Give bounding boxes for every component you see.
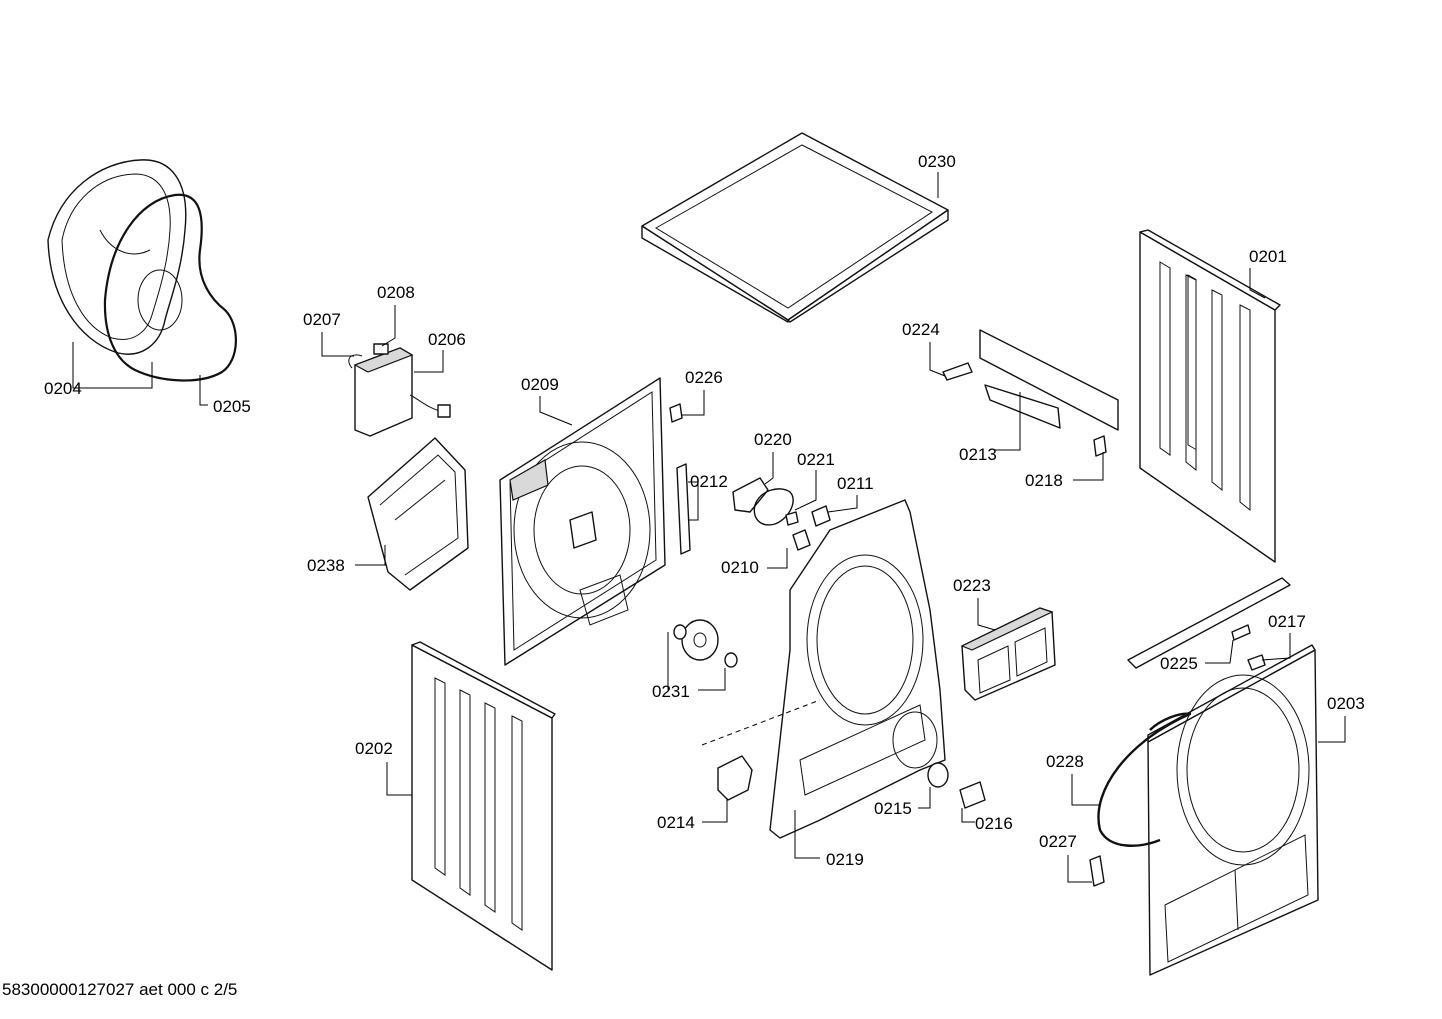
part-0213-control-bracket [979, 329, 1119, 431]
part-0205-door-seal [103, 193, 237, 382]
leader-lines [72, 172, 1346, 883]
label-0226: 0226 [685, 368, 723, 387]
label-0213: 0213 [959, 445, 997, 464]
label-0217: 0217 [1268, 612, 1306, 631]
part-0211-plug [811, 505, 831, 527]
part-0218-clip [1093, 435, 1107, 457]
label-0212: 0212 [690, 472, 728, 491]
label-0224: 0224 [902, 320, 940, 339]
part-0214-pump-cover [717, 755, 753, 801]
label-0210: 0210 [721, 558, 759, 577]
label-0216: 0216 [975, 814, 1013, 833]
part-0216-plug [959, 781, 986, 809]
label-0202: 0202 [355, 739, 393, 758]
label-0225: 0225 [1160, 654, 1198, 673]
part-0238-air-duct [367, 437, 469, 591]
part-0204-bearing-shield [47, 159, 187, 355]
part-0228-door-seal [1097, 712, 1192, 847]
part-0208-clip [373, 343, 389, 355]
part-0210-sensor [785, 511, 811, 551]
part-0201-side-panel [1139, 229, 1281, 563]
part-0219-base-frame [701, 499, 946, 839]
part-0209-rear-panel [499, 377, 666, 666]
label-0205: 0205 [213, 397, 251, 416]
part-0202-side-panel [411, 641, 556, 971]
part-0221-gasket [753, 488, 794, 526]
part-0212-bracket [676, 463, 691, 555]
label-0208: 0208 [377, 283, 415, 302]
label-0203: 0203 [1327, 694, 1365, 713]
part-0215-knob [927, 762, 949, 788]
label-0207: 0207 [303, 310, 341, 329]
label-0209: 0209 [521, 375, 559, 394]
label-0211: 0211 [837, 474, 874, 493]
part-0231-roller [673, 619, 738, 668]
label-0204: 0204 [44, 379, 82, 398]
label-0218: 0218 [1025, 471, 1063, 490]
part-0203-front-panel [1147, 644, 1319, 976]
label-0238: 0238 [307, 556, 345, 575]
label-0201: 0201 [1249, 247, 1287, 266]
part-0207-wire [348, 354, 363, 369]
label-0231: 0231 [652, 682, 690, 701]
label-0220: 0220 [754, 430, 792, 449]
part-0206-control-housing [353, 347, 451, 437]
part-0223-fluff-filter [960, 607, 1056, 701]
part-0220-cover [732, 477, 769, 513]
part-labels: 0230 0201 0224 0213 0218 0208 0207 0206 … [44, 152, 1365, 869]
part-0217-clip [1247, 654, 1266, 671]
label-0215: 0215 [874, 799, 912, 818]
label-0214: 0214 [657, 813, 695, 832]
part-0226-clip [669, 403, 683, 423]
label-0221: 0221 [797, 450, 835, 469]
label-0228: 0228 [1046, 752, 1084, 771]
part-0227-hinge [1089, 855, 1105, 887]
part-0230-worktop [641, 132, 949, 323]
document-id-footer: 58300000127027 aet 000 c 2/5 [2, 980, 238, 999]
label-0230: 0230 [918, 152, 956, 171]
label-0206: 0206 [428, 330, 466, 349]
part-0224-clip [942, 362, 973, 381]
label-0227: 0227 [1039, 832, 1077, 851]
label-0223: 0223 [953, 576, 991, 595]
label-0219: 0219 [826, 850, 864, 869]
part-0225-cross-bar [1127, 577, 1291, 669]
